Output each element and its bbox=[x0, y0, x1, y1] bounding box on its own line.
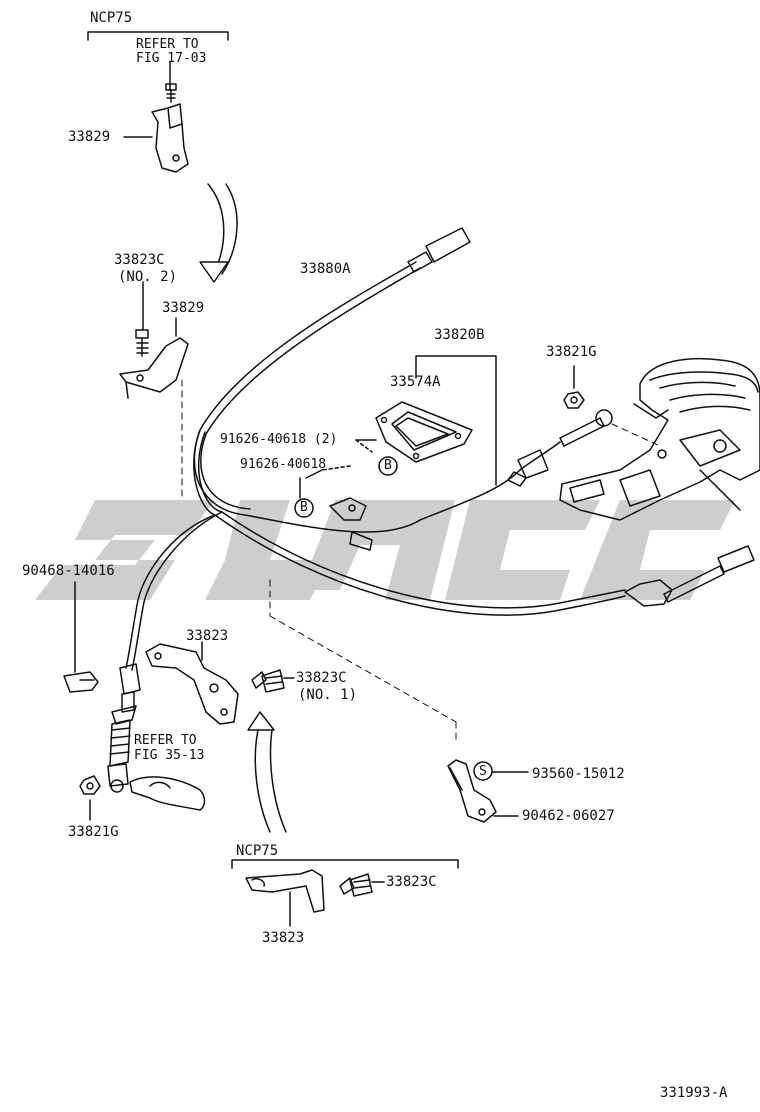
marker-b-1: B bbox=[384, 458, 392, 473]
part-91626: 91626-40618 bbox=[240, 457, 327, 472]
clamp-bracket-icon bbox=[119, 337, 189, 399]
watermark-logo bbox=[35, 500, 735, 600]
clamp-bracket-icon bbox=[145, 643, 239, 725]
bolt-icon bbox=[251, 669, 285, 693]
part-33880a: 33880A bbox=[300, 261, 351, 277]
part-91626-qty2: 91626-40618 (2) bbox=[220, 432, 338, 447]
part-33823c-no2: 33823C bbox=[114, 252, 165, 268]
part-90462: 90462-06027 bbox=[522, 808, 615, 824]
part-33823c-no2-qualifier: (NO. 2) bbox=[118, 269, 178, 285]
part-33823: 33823 bbox=[186, 628, 229, 644]
part-33574a: 33574A bbox=[390, 374, 441, 390]
refer-top-line1: REFER TO bbox=[136, 37, 199, 52]
part-33821g-top: 33821G bbox=[546, 344, 597, 360]
ncp75-top-label: NCP75 bbox=[90, 10, 133, 26]
part-33829-b: 33829 bbox=[162, 300, 205, 316]
shift-lever-assembly-icon bbox=[559, 357, 760, 521]
refer-mid-line1: REFER TO bbox=[134, 733, 197, 748]
part-33823-bottom: 33823 bbox=[262, 930, 305, 946]
part-33820b: 33820B bbox=[434, 327, 485, 343]
gasket-icon bbox=[375, 401, 473, 463]
ncp75-bottom-label: NCP75 bbox=[236, 843, 279, 859]
part-93560: 93560-15012 bbox=[532, 766, 625, 782]
part-33821g-bottom: 33821G bbox=[68, 824, 119, 840]
marker-s: S bbox=[479, 764, 487, 779]
part-33829-a: 33829 bbox=[68, 129, 111, 145]
clamp-bracket-icon bbox=[63, 671, 99, 693]
cable-icon bbox=[125, 261, 626, 671]
part-33823c-no1: 33823C bbox=[296, 670, 347, 686]
refer-top-line2: FIG 17-03 bbox=[136, 51, 207, 66]
part-33823c-no1-qualifier: (NO. 1) bbox=[298, 687, 358, 703]
bolt-icon bbox=[339, 873, 373, 897]
bolt-icon bbox=[165, 83, 177, 103]
marker-b-2: B bbox=[300, 500, 308, 515]
part-90468: 90468-14016 bbox=[22, 563, 115, 579]
bolt-icon bbox=[135, 329, 149, 357]
clamp-bracket-icon bbox=[447, 759, 497, 823]
nut-icon bbox=[79, 775, 101, 795]
clamp-bracket-icon bbox=[151, 103, 189, 173]
part-33823c-bottom: 33823C bbox=[386, 874, 437, 890]
refer-mid-line2: FIG 35-13 bbox=[134, 748, 205, 763]
diagram-id: 331993-A bbox=[660, 1085, 728, 1101]
clamp-bracket-icon bbox=[245, 869, 325, 913]
nut-icon bbox=[563, 391, 585, 409]
